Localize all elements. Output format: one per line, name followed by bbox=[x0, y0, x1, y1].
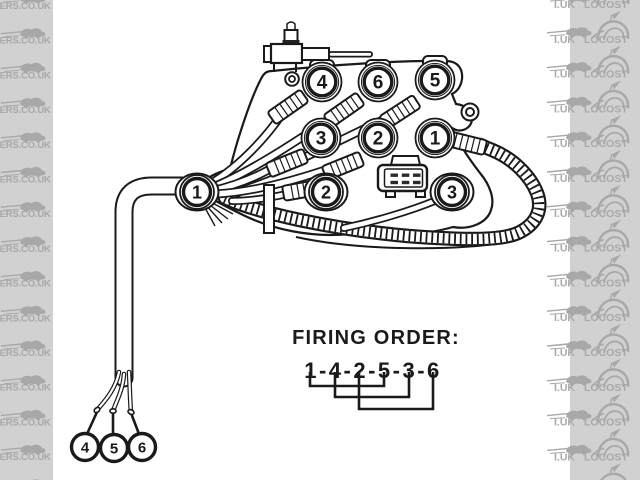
watermark-text: I.UK bbox=[554, 69, 575, 81]
coil-tower-2: 2 bbox=[357, 117, 399, 159]
watermark-text: LOCOST bbox=[584, 347, 628, 359]
watermark-text: LOCOST bbox=[584, 208, 628, 220]
harness-connector bbox=[376, 155, 429, 198]
loose-wire-6: 6 bbox=[126, 431, 158, 463]
ribbed-loom-loop bbox=[217, 137, 547, 247]
wire-terminal-1: 1 bbox=[174, 172, 220, 212]
wire-terminal-2-label: 2 bbox=[321, 183, 331, 203]
watermark-text: LOCOST bbox=[584, 312, 628, 324]
watermark-text: I.UK bbox=[554, 417, 575, 429]
watermark-text: DERS.CO.UK bbox=[0, 175, 51, 186]
watermark-text: DERS.CO.UK bbox=[0, 383, 51, 394]
loose-wire-4: 4 bbox=[69, 431, 101, 463]
coil-tower-4: 4 bbox=[301, 61, 343, 103]
wire-terminal-1-label: 1 bbox=[192, 183, 202, 203]
watermark-text: DERS.CO.UK bbox=[0, 105, 51, 116]
watermark-text: DERS.CO.UK bbox=[0, 209, 51, 220]
watermark-text: I.UK bbox=[554, 277, 575, 289]
mount-ear-left bbox=[284, 71, 300, 87]
watermark-text: I.UK bbox=[554, 347, 575, 359]
coil-tower-4-label: 4 bbox=[317, 73, 328, 94]
watermark-text: I.UK bbox=[554, 34, 575, 46]
coil-tower-1-label: 1 bbox=[430, 129, 441, 150]
wire-terminal-2: 2 bbox=[303, 172, 349, 212]
coil-tower-6-label: 6 bbox=[373, 73, 384, 94]
sensor-assembly bbox=[263, 21, 373, 72]
mount-ear-right bbox=[460, 102, 480, 122]
watermark-text: LOCOST bbox=[584, 451, 628, 463]
coil-tower-5: 5 bbox=[414, 59, 456, 101]
watermark-text: LOCOST bbox=[584, 34, 628, 46]
firing-order-legend: FIRING ORDER: 1-4-2-5-3-6 bbox=[292, 327, 460, 411]
watermark-text: DERS.CO.UK bbox=[0, 140, 51, 151]
watermark-text: I.UK bbox=[554, 103, 575, 115]
mount-bracket-strip bbox=[263, 184, 275, 234]
watermark-text: I.UK bbox=[554, 208, 575, 220]
watermark-text: LOCOST bbox=[584, 243, 628, 255]
firing-order-sequence: 1-4-2-5-3-6 bbox=[304, 358, 442, 383]
watermark-text: I.UK bbox=[554, 312, 575, 324]
watermark-text: I.UK bbox=[554, 382, 575, 394]
watermark-text: LOCOST bbox=[584, 417, 628, 429]
watermark-text: I.UK bbox=[554, 243, 575, 255]
watermark-text: DERS.CO.UK bbox=[0, 313, 51, 324]
connector-pins bbox=[390, 173, 421, 185]
sensor-prong bbox=[328, 51, 373, 58]
watermark-text: LOCOST bbox=[584, 0, 628, 11]
watermark-text: LOCOST bbox=[584, 138, 628, 150]
watermark-text: DERS.CO.UK bbox=[0, 36, 51, 47]
watermark-text: LOCOST bbox=[584, 69, 628, 81]
coil-tower-3: 3 bbox=[300, 117, 342, 159]
coil-tower-5-label: 5 bbox=[430, 71, 441, 92]
watermark-text: DERS.CO.UK bbox=[0, 348, 51, 359]
main-harness bbox=[85, 176, 192, 435]
watermark-text: LOCOST bbox=[584, 277, 628, 289]
watermark-text: I.UK bbox=[554, 0, 575, 11]
watermark-text: DERS.CO.UK bbox=[0, 279, 51, 290]
sensor-band bbox=[282, 40, 300, 45]
loose-wire-4-label: 4 bbox=[81, 440, 90, 457]
watermark-text: LOCOST bbox=[584, 103, 628, 115]
coil-tower-2-label: 2 bbox=[373, 129, 384, 150]
loose-wire-5: 5 bbox=[98, 432, 130, 464]
wire-terminal-3: 3 bbox=[429, 172, 475, 212]
wire-terminal-3-label: 3 bbox=[447, 183, 457, 203]
watermark-text: DERS.CO.UK bbox=[0, 70, 51, 81]
sensor-tip bbox=[286, 21, 296, 31]
watermark-text: I.UK bbox=[554, 138, 575, 150]
loose-wire-6-label: 6 bbox=[138, 440, 146, 457]
watermark-text: DERS.CO.UK bbox=[0, 417, 51, 428]
firing-order-title: FIRING ORDER: bbox=[292, 327, 460, 349]
watermark-text: I.UK bbox=[554, 173, 575, 185]
watermark-text: DERS.CO.UK bbox=[0, 452, 51, 463]
coil-tower-1: 1 bbox=[414, 117, 456, 159]
watermark-text: I.UK bbox=[554, 451, 575, 463]
coil-tower-6: 6 bbox=[357, 61, 399, 103]
coil-tower-3-label: 3 bbox=[316, 129, 327, 150]
watermark-strip-left: DERS.CO.UK DERS.CO.UK DERS.CO.UK DERS.CO.UK… bbox=[0, 0, 53, 480]
watermark-text: DERS.CO.UK bbox=[0, 244, 51, 255]
watermark-text: DERS.CO.UK bbox=[0, 1, 51, 12]
watermark-text: LOCOST bbox=[584, 173, 628, 185]
loose-wire-5-label: 5 bbox=[110, 441, 118, 458]
watermark-text: LOCOST bbox=[584, 382, 628, 394]
watermark-strip-right: I.UK LOCOST I.UK LOCOST I.UK LOCOST I.UK LOCOST… bbox=[546, 0, 640, 480]
firing-order-pair-brackets bbox=[308, 372, 435, 411]
